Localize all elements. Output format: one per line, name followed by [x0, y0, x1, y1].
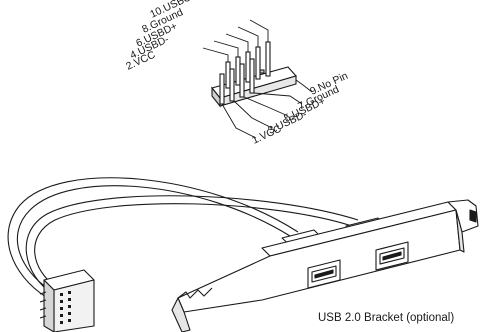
top-pin-labels: 10.USBOC 8.Ground 6.USBD+ 4.USBD- 2.VCC: [124, 0, 201, 73]
usb-port-right: [375, 241, 409, 271]
bracket-caption: USB 2.0 Bracket (optional): [318, 312, 455, 324]
pin-3: [229, 68, 235, 102]
connector-holes: [60, 291, 71, 324]
bracket-plate: [171, 199, 479, 332]
pin-10: [265, 41, 271, 77]
front-row-pins: [219, 58, 255, 105]
pin-7: [249, 58, 255, 94]
bottom-leader-lines: [221, 79, 313, 139]
pin-4: [235, 56, 241, 86]
header-connector: [39, 269, 95, 332]
pin-5: [239, 63, 245, 98]
header-base-side: [211, 86, 221, 108]
usb-port-left: [307, 259, 341, 289]
ribbon-cables: [7, 177, 359, 298]
pin-1: [219, 73, 225, 105]
pin-6: [245, 51, 251, 83]
pin-2: [225, 61, 231, 89]
pin-9-empty: [259, 69, 265, 74]
pin-8: [255, 46, 261, 80]
top-leader-lines: [202, 19, 269, 62]
pin-header: [202, 19, 313, 139]
usb-bracket: [7, 177, 479, 332]
